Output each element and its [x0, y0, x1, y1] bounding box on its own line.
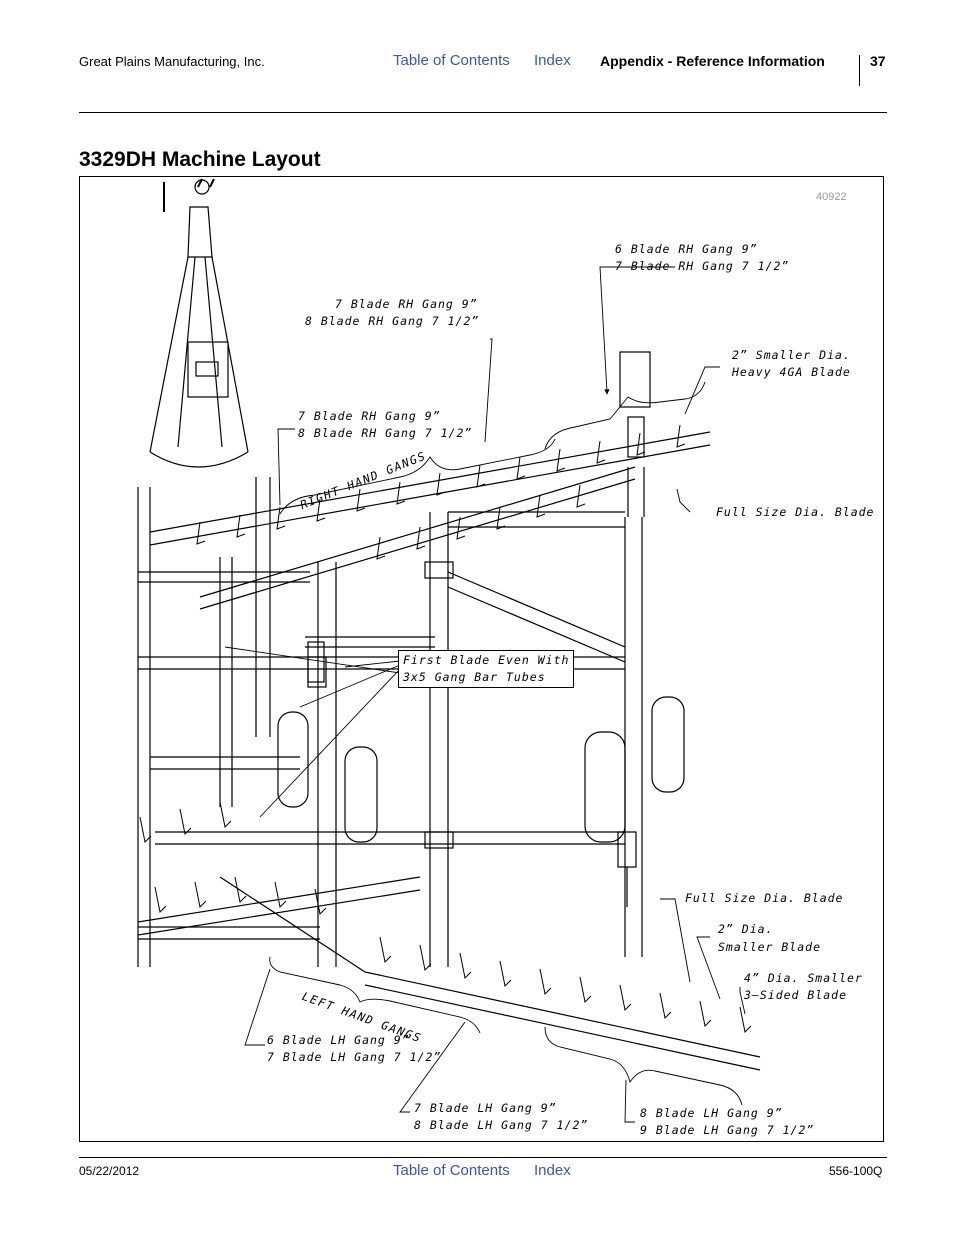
callout-lh-7-blade: 7 Blade LH Gang 9” 8 Blade LH Gang 7 1/2… [414, 1101, 589, 1132]
callout-four-inch-smaller: 4” Dia. Smaller 3–Sided Blade [744, 971, 863, 1002]
footer-rule [79, 1157, 887, 1158]
page-title: 3329DH Machine Layout [79, 148, 321, 171]
callout-rh-6-blade: 6 Blade RH Gang 9” 7 Blade RH Gang 7 1/2… [615, 242, 790, 273]
footer-doc-number: 556-100Q [829, 1164, 883, 1178]
callout-first-blade: First Blade Even With 3x5 Gang Bar Tubes [398, 650, 575, 688]
footer-date: 05/22/2012 [79, 1164, 140, 1178]
page-number: 37 [870, 53, 886, 69]
footer-toc-link[interactable]: Table of Contents [393, 1162, 510, 1179]
page-header: Great Plains Manufacturing, Inc. Table o… [0, 0, 954, 115]
footer-index-link[interactable]: Index [534, 1162, 571, 1179]
header-index-link[interactable]: Index [534, 52, 571, 69]
callout-lh-8-blade: 8 Blade LH Gang 9” 9 Blade LH Gang 7 1/2… [640, 1106, 815, 1137]
section-title: Appendix - Reference Information [600, 53, 825, 69]
machine-layout-figure: 40922 [79, 176, 884, 1142]
callout-rh-7-blade-lower: 7 Blade RH Gang 9” 8 Blade RH Gang 7 1/2… [298, 409, 473, 440]
callout-full-size-lh: Full Size Dia. Blade [685, 891, 844, 905]
header-toc-link[interactable]: Table of Contents [393, 52, 510, 69]
figure-number: 40922 [816, 191, 847, 203]
callout-rh-7-blade: 7 Blade RH Gang 9” 8 Blade RH Gang 7 1/2… [305, 297, 480, 328]
callout-full-size-rh: Full Size Dia. Blade [716, 505, 875, 519]
header-rule [79, 112, 887, 113]
machine-drawing [137, 178, 761, 1123]
callout-smaller-dia-heavy: 2” Smaller Dia. Heavy 4GA Blade [732, 348, 851, 379]
header-divider [859, 55, 860, 86]
callout-lh-6-blade: 6 Blade LH Gang 9” 7 Blade LH Gang 7 1/2… [267, 1033, 442, 1064]
company-name: Great Plains Manufacturing, Inc. [79, 54, 265, 69]
callout-dia-smaller-blade: 2” Dia. Smaller Blade [718, 922, 822, 954]
